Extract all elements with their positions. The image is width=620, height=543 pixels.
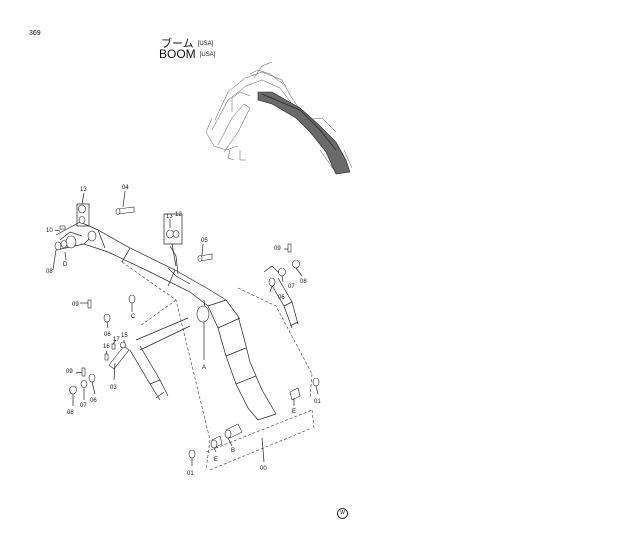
footer-mark: W xyxy=(337,508,348,519)
callout-05: 05 xyxy=(201,238,208,244)
hardware-parts xyxy=(54,203,320,459)
point-label-b: B xyxy=(231,448,235,454)
page-number: 369 xyxy=(29,30,41,37)
callout-01: 01 xyxy=(314,399,321,405)
callout-04: 04 xyxy=(122,185,129,191)
callout-00: 00 xyxy=(260,466,267,472)
title-jp-variant: [USA] xyxy=(197,41,214,48)
title-jp-text: ブーム xyxy=(161,38,194,50)
locator-thumbnail xyxy=(205,61,353,175)
callout-09: 09 xyxy=(274,246,281,252)
point-label-a: A xyxy=(202,365,206,371)
leader-lines xyxy=(52,190,319,466)
callout-09: 09 xyxy=(72,302,79,308)
callout-08: 08 xyxy=(67,410,74,416)
callout-08: 08 xyxy=(46,269,53,275)
callout-09: 09 xyxy=(66,369,73,375)
callout-15: 15 xyxy=(121,333,128,339)
callout-06: 06 xyxy=(90,398,97,404)
title-en-variant: [USA] xyxy=(199,51,216,58)
title-english: BOOM[USA] xyxy=(159,47,215,61)
callout-13: 13 xyxy=(80,187,87,193)
callout-06: 06 xyxy=(104,332,111,338)
callout-08: 08 xyxy=(300,279,307,285)
callout-13: 13 xyxy=(166,214,173,220)
boom-body xyxy=(55,221,277,421)
callout-16: 16 xyxy=(103,344,110,350)
callout-07: 07 xyxy=(288,284,295,290)
callout-06: 06 xyxy=(278,295,285,301)
callout-numbers: 00 01 01 03 04 05 06 06 06 07 07 08 08 0… xyxy=(46,185,321,477)
point-label-c: C xyxy=(131,314,136,320)
callout-07: 07 xyxy=(80,403,87,409)
callout-12: 12 xyxy=(175,212,182,218)
callout-10: 10 xyxy=(46,228,53,234)
title-japanese: ブーム[USA] xyxy=(161,35,213,51)
callout-03: 03 xyxy=(110,385,117,391)
dashed-outlines xyxy=(121,261,315,471)
title-en-text: BOOM xyxy=(159,47,196,61)
callout-17: 17 xyxy=(113,337,120,343)
assembly-point-labels: A B C D E E xyxy=(63,262,296,463)
callout-01: 01 xyxy=(187,471,194,477)
cylinders xyxy=(129,265,299,401)
point-label-e: E xyxy=(214,457,218,463)
point-label-e: E xyxy=(292,409,296,415)
point-label-d: D xyxy=(63,262,68,268)
